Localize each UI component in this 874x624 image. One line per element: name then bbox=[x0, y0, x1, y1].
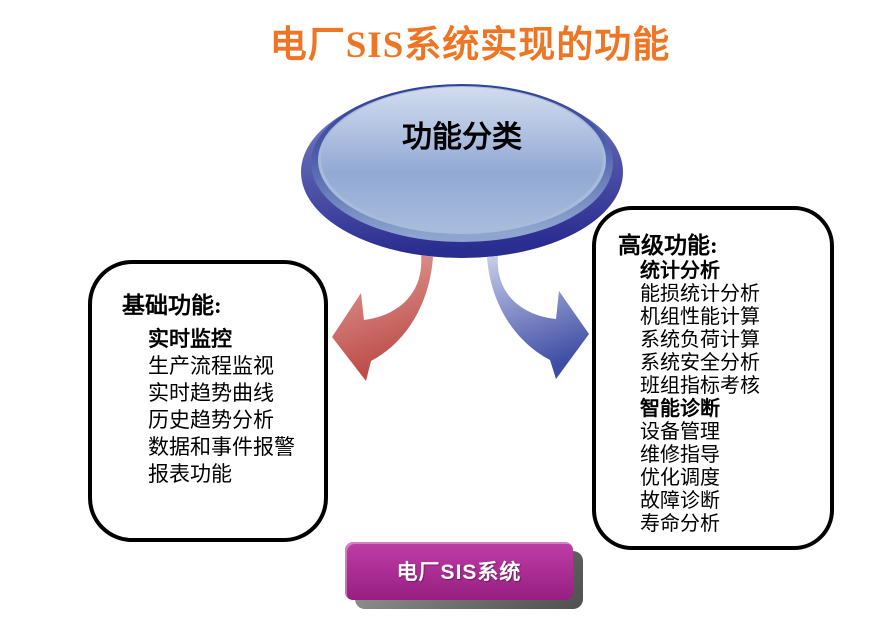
curved-arrow-right-icon bbox=[487, 256, 589, 379]
list-item: 历史趋势分析 bbox=[148, 408, 274, 432]
list-item: 能损统计分析 bbox=[640, 283, 760, 305]
list-item: 系统负荷计算 bbox=[640, 329, 760, 351]
function-hub-disc bbox=[301, 84, 623, 258]
list-item: 生产流程监视 bbox=[148, 354, 274, 378]
basic-functions-header: 基础功能: bbox=[122, 293, 222, 318]
list-item: 实时监控 bbox=[148, 327, 232, 351]
list-item: 智能诊断 bbox=[640, 398, 720, 420]
basic-functions-list: 实时监控 生产流程监视 实时趋势曲线 历史趋势分析 数据和事件报警 报表功能 bbox=[148, 326, 295, 488]
list-item: 优化调度 bbox=[640, 467, 720, 489]
slide-title: 电厂SIS系统实现的功能 bbox=[269, 25, 671, 66]
list-item: 报表功能 bbox=[148, 462, 232, 486]
footer-banner: 电厂SIS系统 bbox=[345, 542, 573, 600]
list-item: 数据和事件报警 bbox=[148, 435, 295, 459]
advanced-functions-header: 高级功能: bbox=[618, 233, 718, 258]
curved-arrow-left-icon bbox=[332, 255, 433, 381]
list-item: 统计分析 bbox=[640, 260, 720, 282]
footer-label: 电厂SIS系统 bbox=[396, 561, 522, 584]
list-item: 设备管理 bbox=[640, 421, 720, 443]
list-item: 故障诊断 bbox=[640, 490, 720, 512]
list-item: 寿命分析 bbox=[640, 513, 720, 535]
advanced-functions-list: 统计分析 能损统计分析 机组性能计算 系统负荷计算 系统安全分析 班组指标考核 … bbox=[640, 260, 760, 536]
list-item: 实时趋势曲线 bbox=[148, 381, 274, 405]
hub-label: 功能分类 bbox=[402, 121, 522, 154]
list-item: 机组性能计算 bbox=[640, 306, 760, 328]
list-item: 班组指标考核 bbox=[640, 375, 760, 397]
advanced-functions-box: 高级功能: 统计分析 能损统计分析 机组性能计算 系统负荷计算 系统安全分析 班… bbox=[592, 206, 834, 550]
basic-functions-box: 基础功能: 实时监控 生产流程监视 实时趋势曲线 历史趋势分析 数据和事件报警 … bbox=[88, 260, 328, 542]
list-item: 系统安全分析 bbox=[640, 352, 760, 374]
list-item: 维修指导 bbox=[640, 444, 720, 466]
